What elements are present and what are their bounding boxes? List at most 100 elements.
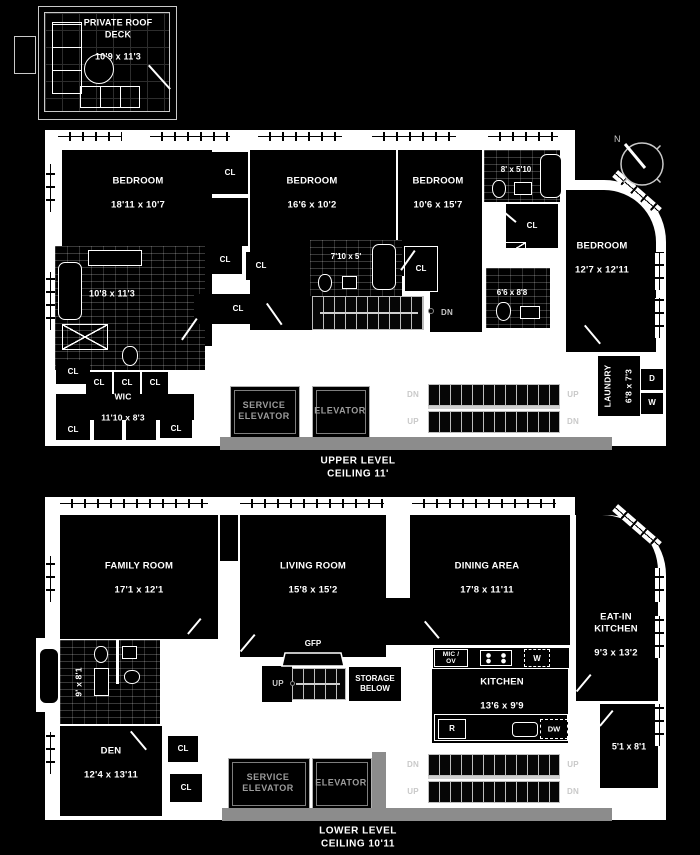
service-elevator-label: SERVICE ELEVATOR [242,771,294,793]
closet-label: CL [415,264,427,273]
closet-i [170,774,202,802]
stair-label-up: UP [407,417,419,426]
label-kitchen: KITCHEN 13'6 x 9'9 [480,664,524,723]
window-band [46,732,55,774]
wall-pocket-b [430,276,482,332]
label-dw: DW [547,724,561,734]
lower-up-stairs-rail [296,683,340,685]
window-band [655,252,664,290]
wall-pocket-c [220,515,238,561]
room-dims: 9'3 x 13'2 [594,646,638,658]
window-band [240,499,384,508]
wall-pocket-a [212,198,248,246]
window-band [150,132,230,141]
toilet-lower-2 [124,670,140,684]
stair-label-dn: DN [567,787,579,796]
room-name: EAT-IN KITCHEN [594,611,638,635]
lower-stair-divider [428,776,560,779]
label-bath-1: 8' x 5'10 [500,165,532,174]
window-band [412,499,556,508]
room-wic [56,394,194,420]
label-gfp: GFP [304,639,322,648]
compass-north-label: N [614,134,621,144]
label-r: R [449,724,455,733]
wic-closet-4 [142,372,168,394]
room-dims: 10'6 x 15'7 [413,198,463,210]
upper-stair-flight-1 [428,384,560,406]
shower-bath-3 [488,242,526,266]
room-dining [410,515,570,645]
washer-box [640,392,664,415]
closet-label: CL [224,168,236,177]
closet-h [168,736,198,762]
window-band [46,556,55,602]
room-bath-3 [486,268,550,328]
window-band [655,298,664,338]
sink-bath-2 [342,276,357,289]
label-laundry: LAUNDRY 6'8 x 7'3 [591,365,644,408]
label-bedroom-4: BEDROOM 12'7 x 12'11 [575,228,629,287]
room-dims: 18'11 x 10'7 [111,198,165,210]
room-eat-in-kitchen [576,515,658,701]
room-name: WIC [114,391,132,402]
dryer-box [640,368,664,391]
upper-stair-divider [428,406,560,409]
bathtub-master [58,262,82,320]
lower-stair-flight-1 [428,754,560,776]
stair-marker [428,308,434,314]
wic-closet-5 [56,420,90,440]
closet-label: CL [177,744,189,753]
cooktop [480,650,512,666]
label-storage-below: STORAGE BELOW [355,674,395,693]
deck-round-table [84,54,114,84]
toilet-lower-1 [94,646,108,663]
window-band [655,704,664,746]
stair-label-dn: DN [441,308,453,317]
room-living [240,515,386,657]
wic-closet-1 [56,360,90,384]
label-dryer: D [649,374,655,383]
room-name: FAMILY ROOM [104,560,174,572]
toilet-bath-1 [492,180,506,198]
closet-label: CL [255,261,267,270]
sink-bath-3 [520,306,540,319]
stair-label-up: UP [272,679,284,688]
stair-label-up: UP [567,390,579,399]
wine-cooler-box [524,649,550,667]
label-eat-in-kitchen: EAT-IN KITCHEN 9'3 x 13'2 [594,599,638,670]
closet-b [506,204,558,248]
upper-center-stairs-rail [320,312,418,314]
closet-label: CL [67,367,79,376]
label-bedroom-3: BEDROOM 10'6 x 15'7 [412,163,463,222]
lower-level-caption: LOWER LEVEL CEILING 10'11 [319,825,397,850]
stair-label-dn: DN [567,417,579,426]
room-dims: 17'1 x 12'1 [114,583,164,595]
closet-label: CL [180,783,192,792]
compass-needle [623,143,647,169]
stair-label-dn: DN [407,390,419,399]
sink-lower-1 [122,646,137,659]
window-band [372,132,456,141]
closet-label: CL [170,424,182,433]
room-dims: 16'6 x 10'2 [287,198,337,210]
closet-label: CL [121,378,133,387]
compass: N [614,134,664,186]
deck-sofa-horizontal [80,86,140,108]
service-elevator-label: SERVICE ELEVATOR [238,399,290,421]
bath-partition [116,640,119,684]
shower-master [62,324,108,350]
refrigerator-box [438,719,466,739]
lower-stair-flight-2 [428,781,560,803]
label-master-bath: 10'8 x 11'3 [88,288,136,299]
label-washer: W [648,398,656,407]
kitchen-sink [512,722,538,737]
closet-e [246,252,276,280]
room-laundry [598,356,640,416]
room-5-1-x-8-1 [600,704,658,788]
toilet-bath-3 [496,302,511,321]
room-name: DEN [100,745,122,757]
room-dims: 12'4 x 13'11 [84,768,138,780]
wic-closet-3 [114,372,140,394]
label-bedroom-1: BEDROOM 18'11 x 10'7 [111,163,165,222]
